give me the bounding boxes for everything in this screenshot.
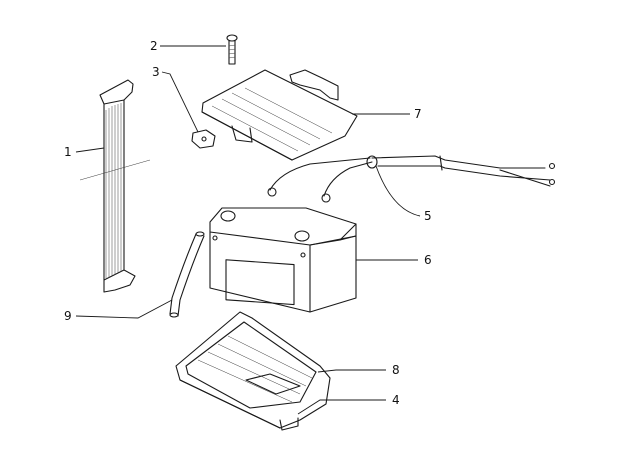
side-bracket-part [79,79,151,293]
callout-9: 9 [64,309,72,323]
leader-5 [375,165,421,217]
leader-4 [297,399,386,415]
callout-4: 4 [392,393,400,407]
battery-cable-harness-part [267,155,556,203]
callout-5: 5 [424,209,432,223]
battery-part [209,207,357,313]
callout-3: 3 [152,65,160,79]
callout-8: 8 [392,363,400,377]
leader-8 [317,369,386,373]
callout-7: 7 [414,107,422,121]
battery-tray-part [175,311,331,431]
leader-3 [161,71,199,133]
clip-nut-part [191,129,216,149]
callout-2: 2 [150,39,158,53]
callout-6: 6 [424,253,432,267]
vent-tube-part [169,231,205,318]
battery-cover-part [201,69,358,161]
leader-9 [75,299,173,319]
leader-lines [75,45,421,415]
screw-part [226,34,238,65]
callout-1: 1 [64,145,72,159]
leader-1 [75,147,105,153]
